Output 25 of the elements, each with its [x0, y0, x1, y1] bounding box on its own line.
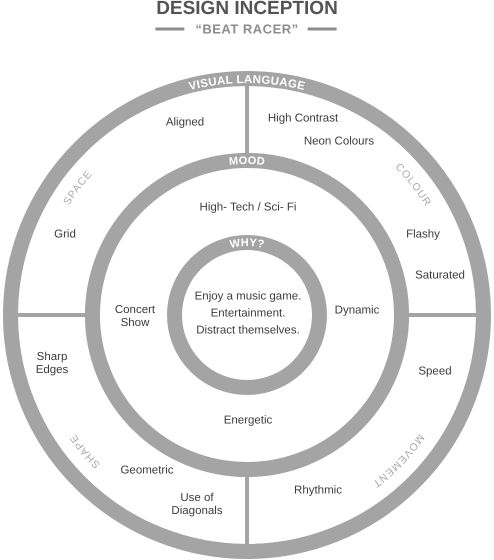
keyword-label: High Contrast: [268, 112, 338, 126]
ring-title: MOOD: [228, 154, 266, 168]
diagram-title: DESIGN INCEPTION: [156, 0, 338, 19]
keyword-label: Grid: [54, 228, 76, 242]
keyword-label: Entertainment.: [210, 308, 286, 320]
keyword-label: Dynamic: [334, 304, 380, 318]
keyword-label: Concert Show: [114, 304, 156, 330]
keyword-label: Geometric: [120, 464, 174, 478]
subtitle: “BEAT RACER”: [195, 22, 299, 36]
keyword-label: Distract themselves.: [196, 324, 300, 338]
inner-ring: [167, 235, 327, 395]
keyword-label: Speed: [418, 366, 452, 378]
keyword-label: Use of Diagonals: [170, 492, 224, 518]
keyword-label: Energetic: [224, 414, 272, 428]
keyword-label: Sharp Edges: [34, 351, 70, 377]
ring-title: WHY?: [228, 236, 266, 251]
ring-title: VISUAL LANGUAGE: [188, 74, 306, 94]
keyword-label: High- Tech / Sci- Fi: [200, 202, 296, 214]
outer-ring: [3, 71, 491, 559]
keyword-label: Enjoy a music game.: [194, 290, 302, 304]
keyword-label: Saturated: [415, 270, 465, 282]
keyword-label: Aligned: [166, 116, 204, 130]
keyword-label: Flashy: [406, 228, 440, 242]
keyword-label: Rhythmic: [294, 484, 342, 498]
keyword-label: Neon Colours: [304, 136, 374, 148]
